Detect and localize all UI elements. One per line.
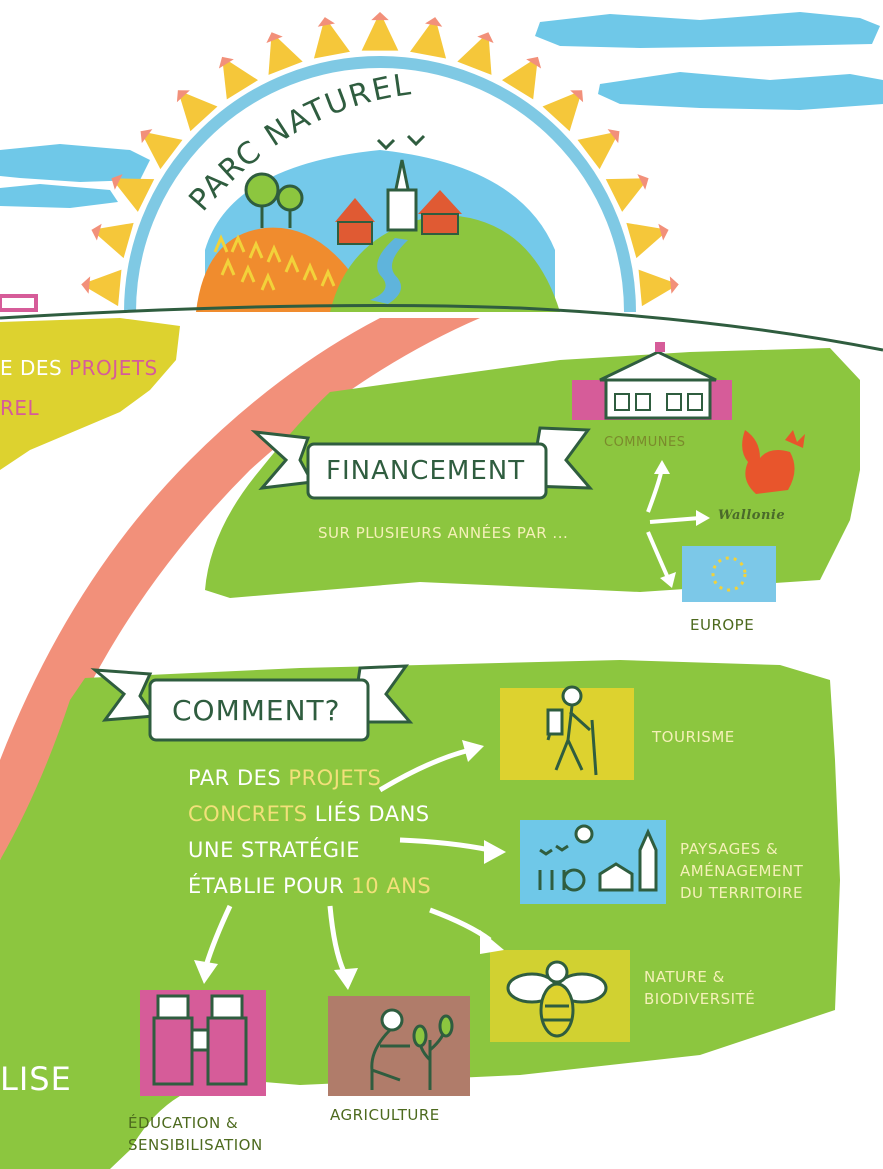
sun-ray — [638, 269, 679, 307]
arrow-europe — [646, 531, 670, 579]
sun-ray-tip — [669, 276, 679, 294]
arrow-education — [203, 904, 233, 967]
sun-ray-tip — [477, 32, 494, 44]
zone-yellow-left — [0, 318, 180, 470]
house-icon — [418, 190, 462, 214]
banner-comment — [90, 664, 414, 742]
funder-europe: EUROPE — [690, 616, 755, 634]
cloud-right — [598, 72, 883, 110]
sun-ray — [222, 56, 258, 100]
arrow-wallonie — [649, 516, 701, 524]
sun-ray — [111, 178, 155, 212]
bottom-left-fragment: LISE — [0, 1060, 72, 1098]
sun-ray-tip — [81, 276, 91, 294]
river — [370, 238, 408, 304]
horizon-line — [0, 304, 883, 352]
sun-ray-tip — [176, 90, 190, 103]
sun-ray — [457, 32, 492, 75]
village-icon — [538, 824, 658, 892]
sun-ray-tip — [266, 32, 283, 44]
sun-ray — [177, 90, 218, 132]
sun-ray — [502, 56, 538, 100]
sun-ray-tip — [140, 129, 153, 144]
arrow-tourisme — [378, 747, 471, 793]
sun-ray-tip — [526, 56, 542, 69]
sun-ray-tip — [91, 223, 102, 241]
comment-description: PAR DES PROJETS CONCRETS LIÉS DANS UNE S… — [188, 766, 432, 898]
sun-ray — [605, 178, 649, 212]
sun-ray — [313, 17, 350, 59]
pink-marker — [0, 294, 38, 312]
sun-ray — [577, 131, 620, 170]
left-fragment-text: E DES PROJETS REL — [0, 356, 158, 420]
cloud-top-right — [535, 12, 880, 48]
sun-ray-tip — [425, 17, 443, 27]
house-icon — [335, 198, 375, 222]
bee-icon — [506, 960, 608, 1038]
sun-ray-tip — [218, 56, 234, 69]
funder-communes: COMMUNES — [604, 435, 686, 450]
sun-ray-tip — [111, 174, 123, 190]
sun-ray-tip — [637, 174, 649, 190]
theme-paysages: PAYSAGES & AMÉNAGEMENT DU TERRITOIRE — [680, 840, 804, 902]
arrow-paysages — [399, 837, 491, 853]
sun-ray — [81, 269, 122, 307]
park-title: PARC NATUREL — [182, 67, 414, 218]
sun-ray-tip — [658, 223, 669, 241]
hiker-icon — [546, 685, 598, 776]
arrow-agriculture — [327, 905, 347, 974]
sun-ray — [140, 131, 183, 170]
sun-ray — [268, 32, 303, 75]
sun-ray-tip — [371, 12, 389, 21]
theme-tourisme: TOURISME — [652, 728, 735, 746]
financement-subtitle: SUR PLUSIEURS ANNÉES PAR ... — [318, 524, 569, 542]
vineyard-icon — [213, 234, 336, 291]
theme-education: ÉDUCATION & SENSIBILISATION — [128, 1114, 263, 1154]
sun-ray-tip — [570, 90, 584, 103]
sun-ray — [91, 222, 134, 259]
theme-nature: NATURE & BIODIVERSITÉ — [644, 968, 756, 1008]
banner-comment-label: COMMENT? — [172, 694, 341, 727]
road — [0, 318, 480, 860]
cloud-left-lower — [0, 184, 118, 208]
farmer-icon — [370, 1008, 454, 1090]
sun-ray — [626, 222, 669, 259]
binoculars-icon — [152, 994, 248, 1086]
eu-flag-icon — [682, 546, 776, 602]
sun-rays — [81, 12, 679, 307]
bird-icon — [376, 134, 426, 151]
cloud-left — [0, 144, 150, 182]
theme-agriculture: AGRICULTURE — [330, 1106, 440, 1124]
sun-ray — [361, 12, 399, 51]
rooster-icon — [742, 430, 805, 494]
flag-icon — [655, 342, 665, 352]
eu-stars — [711, 556, 747, 592]
sun-ray — [410, 17, 447, 59]
banner-financement-label: FINANCEMENT — [326, 456, 526, 486]
sun-ray — [542, 90, 583, 132]
sun-ray-tip — [607, 129, 620, 144]
funder-wallonie: Wallonie — [718, 508, 786, 523]
banner-financement — [250, 426, 594, 500]
sun-ray-tip — [317, 17, 335, 27]
sun-disc-outline — [124, 56, 636, 313]
